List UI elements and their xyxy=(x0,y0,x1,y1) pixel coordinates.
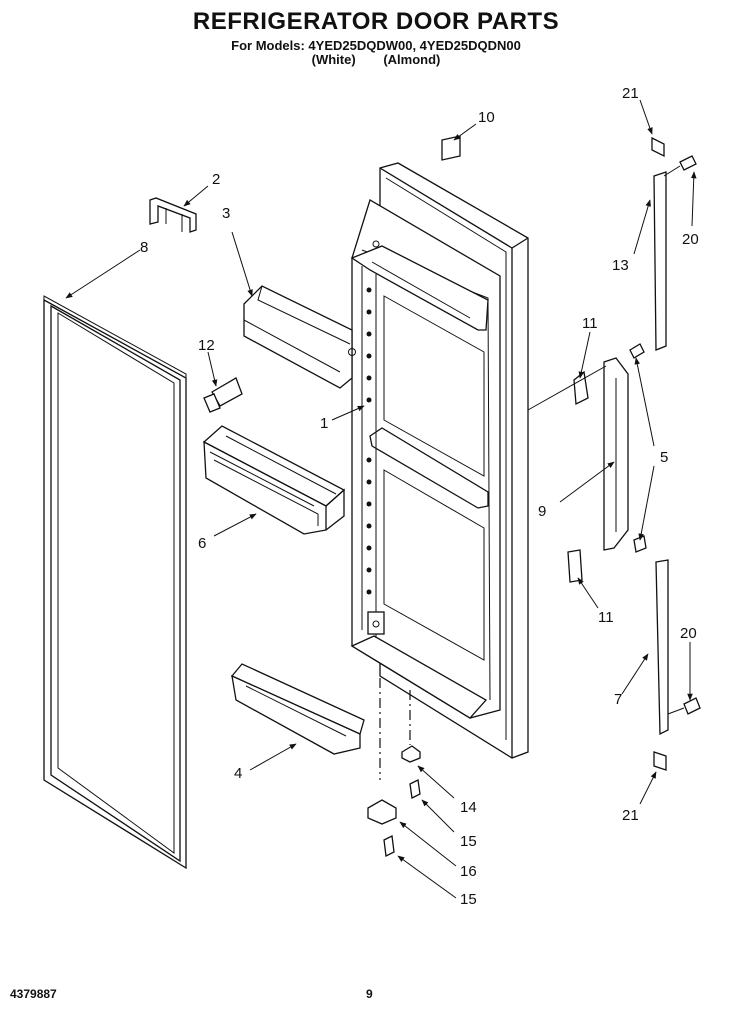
door-liner-part-1 xyxy=(350,162,529,759)
callout-9: 9 xyxy=(538,503,546,520)
trim-cap-part-21-lower xyxy=(653,751,667,771)
door-bin-part-6 xyxy=(202,425,346,535)
callout-2: 2 xyxy=(212,171,220,188)
handle-end-cap-part-11-lower xyxy=(567,549,583,583)
callout-15-upper: 15 xyxy=(460,833,477,850)
diagram-title: REFRIGERATOR DOOR PARTS xyxy=(192,8,560,35)
callout-12: 12 xyxy=(198,337,215,354)
lower-handle-trim-part-7 xyxy=(655,559,669,736)
callout-15-lower: 15 xyxy=(460,891,477,908)
callout-11-lower: 11 xyxy=(598,609,614,626)
callout-14: 14 xyxy=(460,799,477,816)
callout-10: 10 xyxy=(478,109,495,126)
hinge-bushing-part-14 xyxy=(401,745,421,763)
hinge-screw-part-15-lower xyxy=(383,835,395,857)
door-gasket-part-8 xyxy=(43,295,187,870)
trim-cap-part-21 xyxy=(651,136,665,158)
screw-part-5 xyxy=(629,343,645,359)
callout-11-upper: 11 xyxy=(582,315,598,332)
color-white-label: (White) xyxy=(311,52,356,67)
callout-13: 13 xyxy=(612,257,629,274)
screw-part-20-lower xyxy=(683,697,701,715)
callout-5: 5 xyxy=(660,449,668,466)
upper-handle-trim-part-13 xyxy=(653,171,667,351)
callout-16: 16 xyxy=(460,863,477,880)
page-number: 9 xyxy=(366,987,373,1001)
bin-clip-part-2 xyxy=(149,197,197,233)
callout-21-upper: 21 xyxy=(622,85,639,102)
document-part-number: 4379887 xyxy=(10,987,57,1001)
callout-1: 1 xyxy=(320,415,328,432)
label-part-10 xyxy=(441,135,461,161)
handle-hardware xyxy=(567,136,701,771)
models-line: For Models: 4YED25DQDW00, 4YED25DQDN00 xyxy=(231,38,521,53)
screw-part-20 xyxy=(679,155,697,171)
callout-21-lower: 21 xyxy=(622,807,639,824)
dairy-door-part-3 xyxy=(243,285,356,389)
callout-6: 6 xyxy=(198,535,206,552)
callout-labels: 1 2 3 4 5 6 7 8 9 10 11 11 12 13 14 15 1… xyxy=(140,85,699,908)
callout-8: 8 xyxy=(140,239,148,256)
dairy-hinge-part-12 xyxy=(203,377,243,413)
callout-20-upper: 20 xyxy=(682,231,699,248)
door-bin-part-4 xyxy=(230,663,365,755)
callout-3: 3 xyxy=(222,205,230,222)
callout-4: 4 xyxy=(234,765,242,782)
hinge-screw-part-15 xyxy=(409,779,421,799)
color-line: (White) (Almond) xyxy=(0,52,752,67)
bottom-hinge-part-16 xyxy=(367,799,397,825)
callout-20-lower: 20 xyxy=(680,625,697,642)
color-almond-label: (Almond) xyxy=(383,52,441,67)
callout-7: 7 xyxy=(614,691,622,708)
hinge-stack xyxy=(367,678,421,857)
leader-lines xyxy=(65,99,697,899)
